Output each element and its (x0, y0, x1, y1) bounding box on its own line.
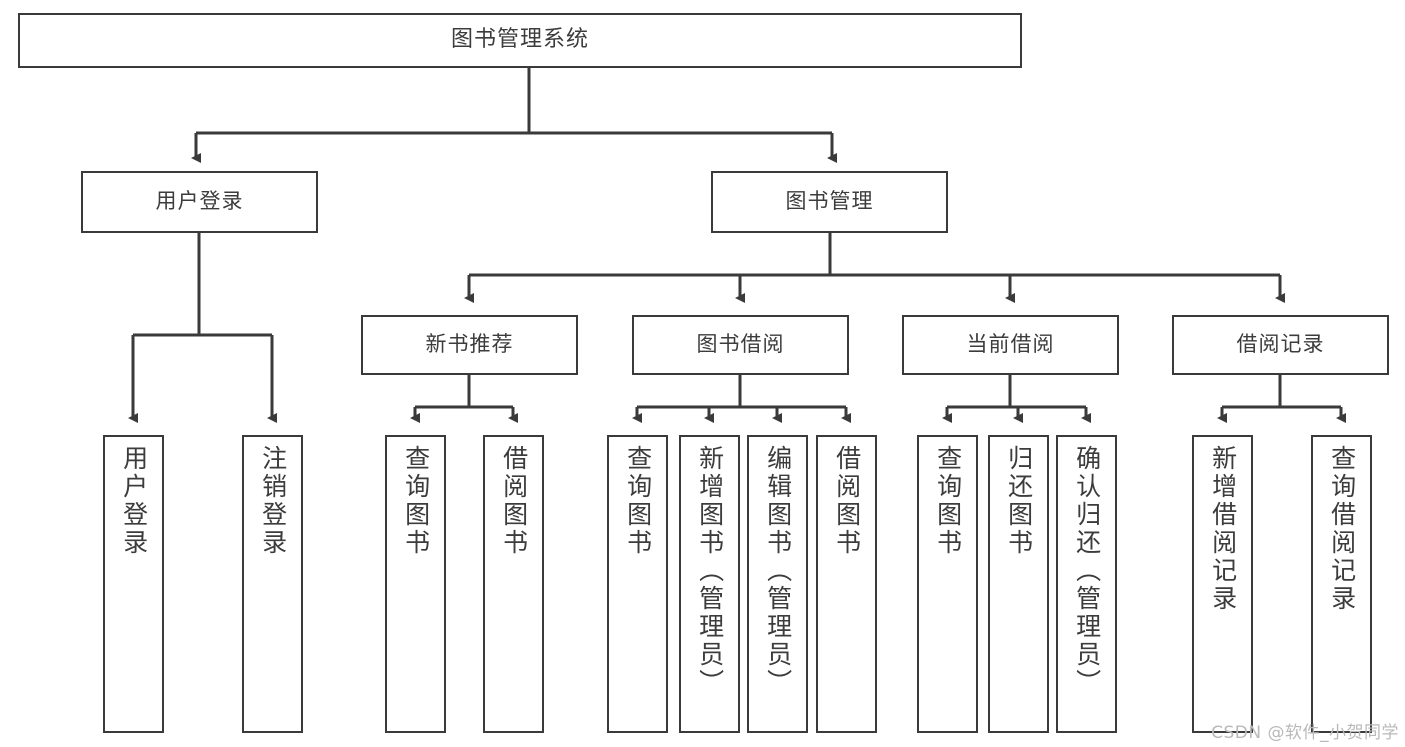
leaf-label: 查询图书 (933, 445, 963, 557)
leaf-current-borrow-confirm-return[interactable]: 确认归还（管理员） (1056, 435, 1117, 733)
node-borrow-record-label: 借阅记录 (1236, 332, 1325, 357)
csdn-watermark: CSDN @软件_小贺同学 (1211, 723, 1399, 743)
leaf-label: 新增图书（管理员） (695, 445, 725, 697)
leaf-label: 用户登录 (119, 445, 149, 557)
leaf-label: 借阅图书 (832, 445, 862, 557)
leaf-label: 查询图书 (623, 445, 653, 557)
node-book-borrow-label: 图书借阅 (696, 332, 785, 357)
leaf-book-borrow-query-book[interactable]: 查询图书 (607, 435, 668, 733)
leaf-label: 查询借阅记录 (1327, 445, 1357, 613)
leaf-label: 编辑图书（管理员） (763, 445, 793, 697)
leaf-book-borrow-edit-book[interactable]: 编辑图书（管理员） (747, 435, 808, 733)
node-root-label: 图书管理系统 (450, 27, 589, 53)
leaf-user-login-logout[interactable]: 注销登录 (242, 435, 303, 733)
leaf-book-borrow-borrow-book[interactable]: 借阅图书 (816, 435, 877, 733)
leaf-label: 新增借阅记录 (1208, 445, 1238, 613)
leaf-current-borrow-return-book[interactable]: 归还图书 (988, 435, 1049, 733)
node-user-login[interactable]: 用户登录 (81, 171, 318, 233)
leaf-new-book-borrow-book[interactable]: 借阅图书 (483, 435, 544, 733)
node-borrow-record[interactable]: 借阅记录 (1172, 315, 1389, 375)
node-book-management-label: 图书管理 (785, 189, 874, 214)
leaf-borrow-record-query-record[interactable]: 查询借阅记录 (1311, 435, 1372, 733)
leaf-label: 归还图书 (1004, 445, 1034, 557)
leaf-label: 确认归还（管理员） (1072, 445, 1102, 697)
node-book-management[interactable]: 图书管理 (711, 171, 948, 233)
leaf-user-login-login[interactable]: 用户登录 (103, 435, 164, 733)
node-current-borrow-label: 当前借阅 (966, 332, 1055, 357)
node-root[interactable]: 图书管理系统 (18, 13, 1022, 68)
node-user-login-label: 用户登录 (155, 189, 244, 214)
leaf-label: 借阅图书 (499, 445, 529, 557)
leaf-label: 注销登录 (258, 445, 288, 557)
leaf-current-borrow-query-book[interactable]: 查询图书 (917, 435, 978, 733)
leaf-borrow-record-add-record[interactable]: 新增借阅记录 (1192, 435, 1253, 733)
leaf-new-book-query-book[interactable]: 查询图书 (385, 435, 446, 733)
leaf-label: 查询图书 (401, 445, 431, 557)
leaf-book-borrow-add-book[interactable]: 新增图书（管理员） (679, 435, 740, 733)
node-new-book-recommend-label: 新书推荐 (425, 332, 514, 357)
node-book-borrow[interactable]: 图书借阅 (632, 315, 849, 375)
node-current-borrow[interactable]: 当前借阅 (902, 315, 1119, 375)
node-new-book-recommend[interactable]: 新书推荐 (361, 315, 578, 375)
